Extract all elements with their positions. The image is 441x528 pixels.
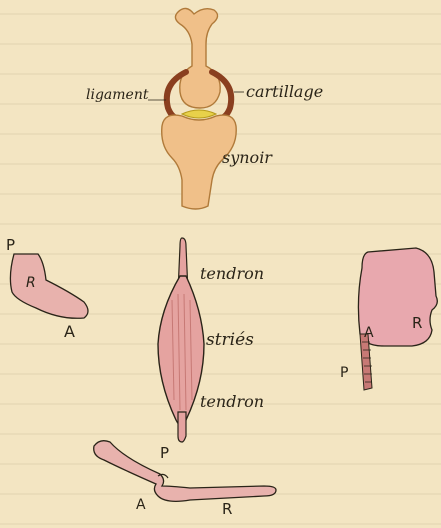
label-striated: striés [206, 332, 254, 349]
foot-sketch-left [10, 254, 88, 318]
letter-right-a: A [364, 326, 374, 340]
cartilage [182, 110, 216, 118]
letter-bottom-p: P [160, 446, 169, 461]
muscle-diagram [158, 238, 204, 442]
letter-right-r: R [412, 316, 422, 331]
joint-diagram [148, 8, 244, 209]
label-tendon-top: tendron [200, 266, 264, 282]
letter-right-p: P [340, 366, 348, 380]
label-tendon-bottom: tendron [200, 394, 264, 410]
foot-left-shape [10, 254, 88, 318]
tendon-bottom [178, 412, 186, 442]
letter-left-a: A [64, 324, 75, 340]
upper-bone [175, 8, 220, 108]
label-cartilage: cartillage [246, 84, 323, 100]
letter-bottom-a: A [136, 498, 146, 512]
label-synovial: synoir [222, 150, 272, 166]
bone-sketch-bottom [94, 441, 276, 502]
letter-bottom-r: R [222, 502, 232, 517]
label-ligament: ligament [86, 88, 148, 102]
muscle-belly [158, 276, 204, 426]
head-sketch-right [358, 248, 437, 390]
letter-left-p: P [6, 238, 15, 253]
letter-left-r: R [26, 276, 36, 290]
bone-bottom-shape [94, 441, 276, 502]
